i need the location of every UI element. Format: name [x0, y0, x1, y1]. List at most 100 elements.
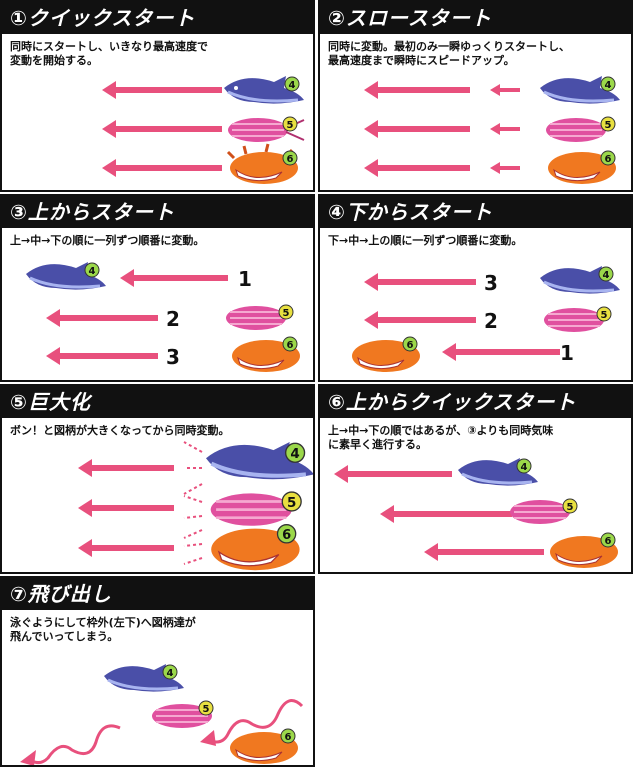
panel-description: 上→中→下の順に一列ずつ順番に変動。 [10, 234, 205, 247]
shark-symbol-icon: 4 [540, 266, 620, 294]
left-arrow-icon [364, 273, 476, 291]
svg-text:5: 5 [287, 120, 294, 131]
stage-drawing: 4 5 6 [78, 441, 313, 571]
svg-text:6: 6 [282, 528, 291, 543]
svg-text:4: 4 [289, 80, 296, 91]
panel-description: 同時にスタートし、いきなり最高速度で 変動を開始する。 [10, 40, 208, 67]
shark-symbol-icon: 4 [104, 664, 184, 692]
svg-text:6: 6 [407, 340, 414, 351]
pufferfish-symbol-icon: 6 [230, 728, 298, 764]
svg-text:4: 4 [605, 80, 612, 91]
svg-text:6: 6 [287, 340, 294, 351]
left-arrow-icon [102, 81, 222, 99]
svg-text:5: 5 [601, 310, 608, 321]
svg-text:4: 4 [603, 270, 610, 281]
pufferfish-symbol-icon: 6 [232, 336, 300, 372]
left-arrow-icon [364, 120, 470, 138]
pufferfish-symbol-icon: 6 [550, 532, 618, 568]
svg-text:6: 6 [605, 536, 612, 547]
panel-top-quick-start: ⑥上からクイックスタート 上→中→下の順ではあるが、③よりも同時気味 に素早く進… [318, 384, 633, 574]
panel-title: ④下からスタート [320, 196, 631, 228]
wavy-arrow-head [20, 750, 36, 765]
wavy-arrow-icon [29, 699, 304, 765]
panel-slow-start: ②スロースタート 同時に変動。最初のみ一瞬ゆっくりスタートし、 最高速度まで瞬時… [318, 0, 633, 192]
panel-bottom-start: ④下からスタート 下→中→上の順に一列ずつ順番に変動。 3 4 2 5 [318, 194, 633, 382]
svg-text:4: 4 [89, 266, 96, 277]
panel-title: ⑤巨大化 [2, 386, 313, 418]
shark-symbol-icon: 4 [224, 76, 304, 104]
left-arrow-icon [334, 465, 452, 483]
panel-description: 同時に変動。最初のみ一瞬ゆっくりスタートし、 最高速度まで瞬時にスピードアップ。 [328, 40, 570, 67]
animation-stage: 4 5 6 [320, 34, 631, 190]
left-arrow-icon [364, 311, 476, 329]
stage-drawing: 4 5 6 [102, 76, 305, 184]
pufferfish-symbol-icon: 6 [352, 336, 420, 372]
left-arrow-icon [78, 539, 174, 557]
shark-symbol-icon: 4 [458, 458, 538, 486]
left-arrow-icon [380, 505, 512, 523]
left-arrow-icon [364, 81, 470, 99]
svg-text:6: 6 [285, 732, 292, 743]
shrimp-symbol-icon: 5 [210, 491, 302, 526]
panel-title: ③上からスタート [2, 196, 313, 228]
svg-text:5: 5 [283, 308, 290, 319]
shark-symbol-icon: 4 [540, 76, 620, 104]
animation-stage: 4 5 6 [320, 418, 631, 572]
shark-symbol-icon: 4 [206, 442, 313, 480]
order-label: 3 [166, 345, 180, 369]
shrimp-symbol-icon: 5 [510, 498, 578, 524]
shrimp-symbol-icon: 5 [546, 116, 616, 142]
shrimp-symbol-icon: 5 [226, 304, 294, 330]
left-arrow-icon [120, 269, 228, 287]
panel-quick-start: ①クイックスタート 同時にスタートし、いきなり最高速度で 変動を開始する。 4 … [0, 0, 315, 192]
shrimp-symbol-icon: 5 [152, 700, 214, 728]
left-arrow-icon [78, 499, 174, 517]
svg-text:6: 6 [605, 154, 612, 165]
order-label: 1 [238, 267, 252, 291]
left-arrow-icon [442, 343, 560, 361]
stage-drawing: 4 1 2 5 3 6 [26, 262, 300, 372]
svg-text:6: 6 [287, 154, 294, 165]
svg-text:4: 4 [290, 446, 299, 462]
panel-description: 泳ぐようにして枠外(左下)へ図柄達が 飛んでいってしまう。 [10, 616, 196, 643]
panel-title: ⑦飛び出し [2, 578, 313, 610]
panel-description: 上→中→下の順ではあるが、③よりも同時気味 に素早く進行する。 [328, 424, 554, 451]
left-arrow-icon [46, 309, 158, 327]
left-arrow-icon [424, 543, 544, 561]
short-left-arrow-icon [490, 123, 520, 135]
pufferfish-symbol-icon: 6 [226, 143, 298, 184]
animation-stage: 4 5 6 [2, 418, 313, 572]
svg-text:4: 4 [167, 668, 174, 679]
panel-title: ①クイックスタート [2, 2, 313, 34]
shrimp-symbol-icon: 5 [228, 116, 305, 142]
left-arrow-icon [364, 159, 470, 177]
svg-text:5: 5 [605, 120, 612, 131]
stage-drawing: 4 5 6 [334, 458, 618, 568]
panel-fly-out: ⑦飛び出し 泳ぐようにして枠外(左下)へ図柄達が 飛んでいってしまう。 4 5 [0, 576, 315, 767]
panel-title: ⑥上からクイックスタート [320, 386, 631, 418]
panel-title: ②スロースタート [320, 2, 631, 34]
order-label: 3 [484, 271, 498, 295]
stage-drawing: 4 5 6 [20, 664, 304, 765]
short-left-arrow-icon [490, 162, 520, 174]
short-left-arrow-icon [490, 84, 520, 96]
burst-lines [183, 441, 203, 565]
left-arrow-icon [46, 347, 158, 365]
svg-text:5: 5 [567, 502, 574, 513]
animation-stage: 4 5 6 [2, 34, 313, 190]
svg-text:5: 5 [287, 495, 296, 511]
animation-stage: 4 1 2 5 3 6 [2, 228, 313, 380]
left-arrow-icon [78, 459, 174, 477]
wavy-arrow-head [200, 730, 216, 746]
left-arrow-icon [102, 120, 222, 138]
animation-stage: 4 5 6 [2, 610, 313, 765]
left-arrow-icon [102, 159, 222, 177]
pufferfish-symbol-icon: 6 [548, 150, 616, 184]
shrimp-symbol-icon: 5 [544, 306, 612, 332]
panel-description: ボン！と図柄が大きくなってから同時変動。 [10, 424, 230, 437]
pufferfish-symbol-icon: 6 [211, 524, 300, 571]
svg-text:4: 4 [521, 462, 528, 473]
order-label: 1 [560, 341, 574, 365]
stage-drawing: 3 4 2 5 6 1 [352, 266, 620, 372]
order-label: 2 [484, 309, 498, 333]
